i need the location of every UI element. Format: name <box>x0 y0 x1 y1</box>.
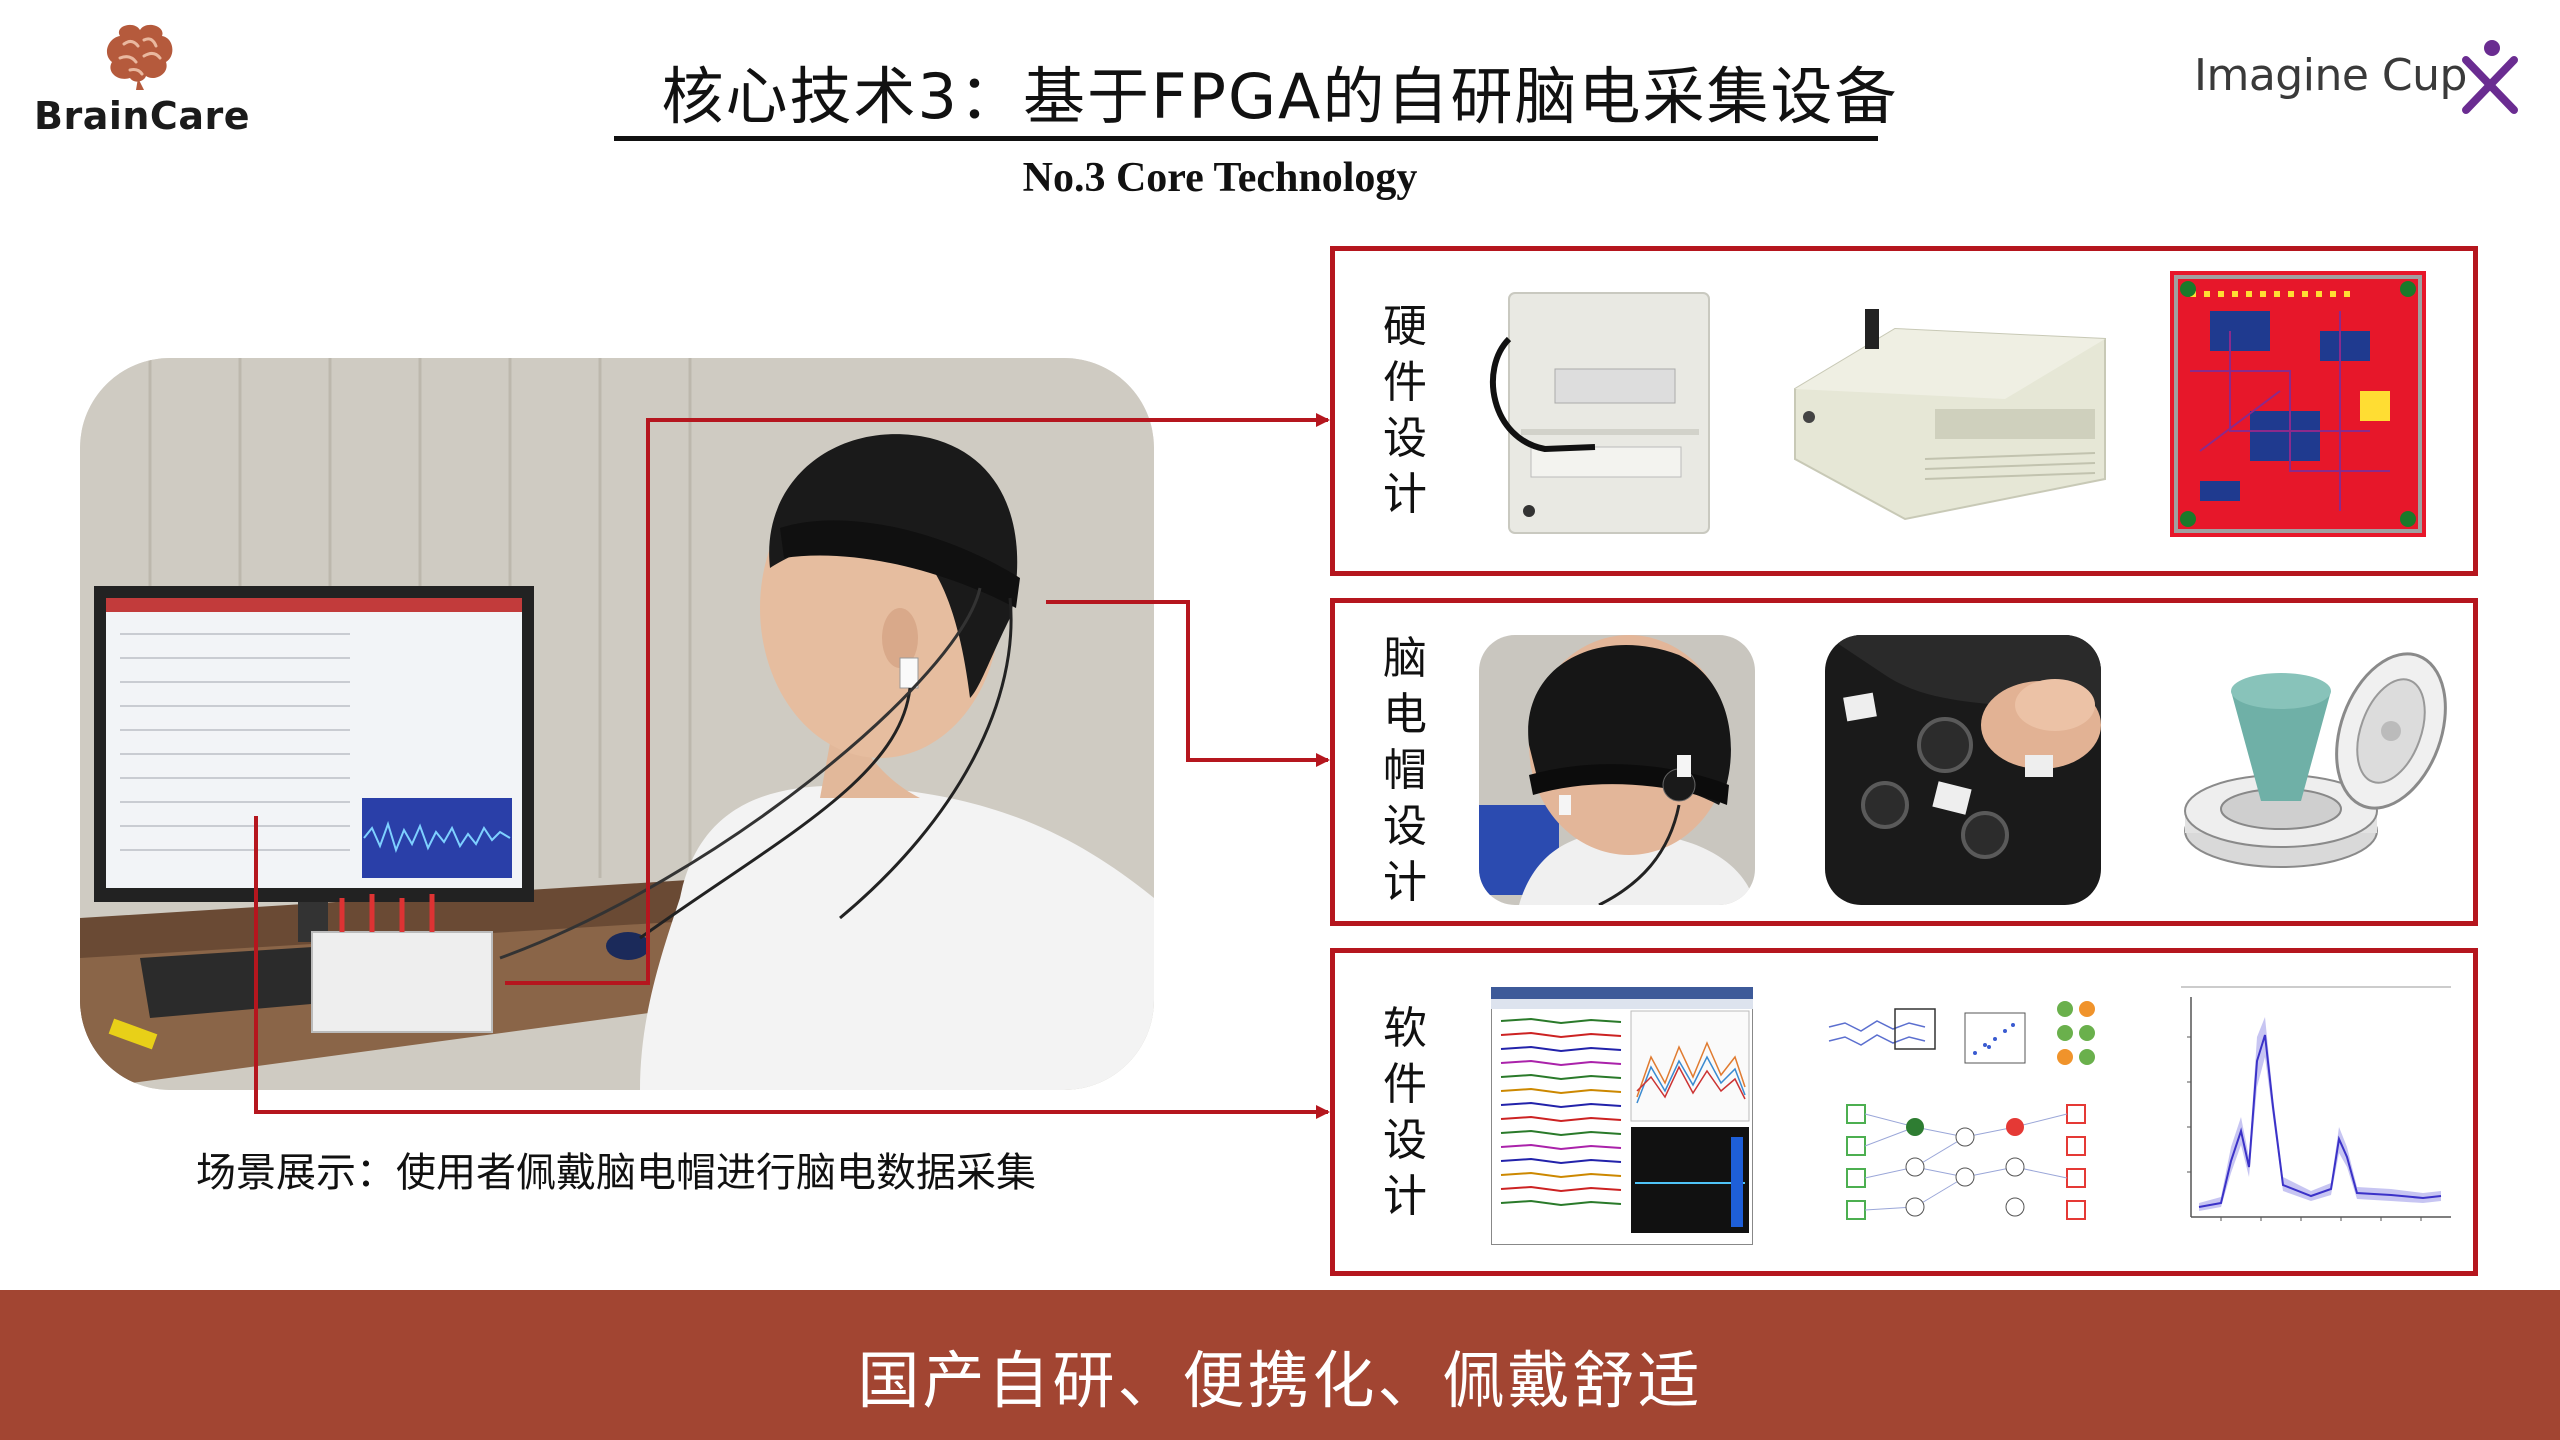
footer-slogan: 国产自研、便携化、佩戴舒适 <box>857 1344 1703 1417</box>
panel-label-hardware: 硬件设计 <box>1383 301 1427 520</box>
scene-photo <box>80 358 1154 1090</box>
braincare-logo: BrainCare <box>30 22 250 142</box>
pcb-layout-image <box>2170 271 2426 537</box>
imagine-cup-text: Imagine Cup <box>2194 50 2467 101</box>
cap-electrode-closeup-image <box>1825 635 2101 905</box>
pca-algorithm-diagram <box>1825 987 2101 1245</box>
brand-name: BrainCare <box>34 94 250 138</box>
page-title: 核心技术3：基于FPGA的自研脑电采集设备 <box>661 60 1899 133</box>
title-underline <box>614 136 1878 141</box>
hardware-panel: 硬件设计 <box>1330 246 2478 576</box>
imagine-cup-logo: Imagine Cup <box>2186 36 2526 116</box>
panel-label-eeg-cap: 脑电帽设计 <box>1383 633 1427 908</box>
imagine-cup-x-icon <box>2462 40 2518 114</box>
hardware-box-angled-image <box>1775 289 2115 539</box>
cap-back-view-image <box>1479 635 1755 905</box>
eeg-cap-panel: 脑电帽设计 <box>1330 598 2478 926</box>
eeg-software-screenshot <box>1491 987 1753 1245</box>
scene-caption: 场景展示：使用者佩戴脑电帽进行脑电数据采集 <box>196 1150 1036 1196</box>
panel-label-software: 软件设计 <box>1383 1003 1427 1222</box>
electrode-3d-model-image <box>2171 631 2451 907</box>
brain-icon <box>106 24 173 90</box>
software-panel: 软件设计 <box>1330 948 2478 1276</box>
footer-banner: 国产自研、便携化、佩戴舒适 <box>0 1290 2560 1440</box>
page-subtitle: No.3 Core Technology <box>1022 155 1418 201</box>
eeg-spectrum-chart-image <box>2161 977 2461 1255</box>
hardware-box-front-image <box>1485 279 1725 549</box>
